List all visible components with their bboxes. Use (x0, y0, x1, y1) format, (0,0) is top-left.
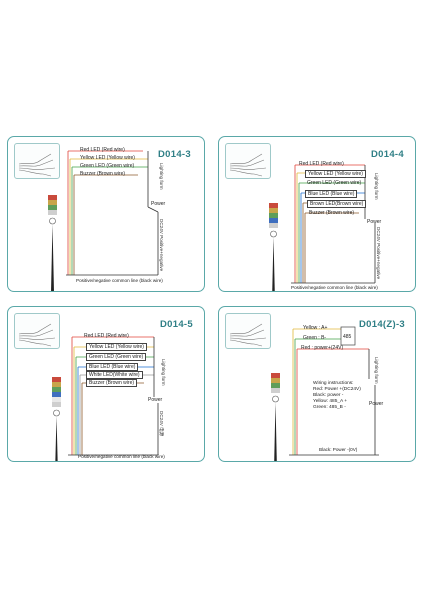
signal-tower (269, 203, 278, 291)
wire-label: Blue LED (Blue wire) (305, 190, 358, 198)
cable-thumbnail (14, 143, 60, 179)
wire-label: Blue LED (Blue wire) (86, 363, 139, 371)
panel-d014-3: D014-3 Red LED (Red wire) Yellow LED (Ye… (7, 136, 205, 292)
power-label: Power (148, 397, 163, 403)
wire-label: Buzzer (Brown wire) (80, 171, 126, 177)
signal-tower (52, 377, 61, 461)
power-spec-label: DC24V Positive+negative (159, 219, 164, 272)
lighting-form-label: Lighting form (161, 359, 166, 386)
wire-label: White LED(White wire) (86, 371, 143, 379)
cable-thumbnail (225, 143, 271, 179)
cable-thumbnail (225, 313, 271, 349)
signal-tower (48, 195, 57, 291)
panel-title: D014-5 (160, 319, 193, 330)
wire-label: Yellow LED (Yellow wire) (305, 170, 366, 178)
wire-label: Green LED (Green wire) (80, 163, 135, 169)
wire-label: Yellow LED (Yellow wire) (80, 155, 135, 161)
wire-label: Yellow : A+ (303, 325, 328, 331)
panel-d014-4: D014-4 Red LED (Red wire) Yellow LED (Ye… (218, 136, 416, 292)
power-spec-label: DC24V 电源 (159, 411, 164, 437)
wire-label: Red LED (Red wire) (84, 333, 129, 339)
cable-thumbnail (14, 313, 60, 349)
panel-d014-5: D014-5 Red LED (Red wire) Yellow LED (Ye… (7, 306, 205, 462)
wire-label: Buzzer (Brown wire) (86, 379, 138, 387)
common-line-label: Positive/negative common line (black wir… (78, 454, 165, 459)
lighting-form-label: Lighting form (374, 357, 379, 384)
power-label: Power (151, 201, 166, 207)
chip-label: 485 (343, 334, 352, 340)
wire-label: Red LED (Red wire) (299, 161, 344, 167)
wiring-lines (66, 150, 159, 276)
wire-label: Red LED (Red wire) (80, 147, 125, 153)
lighting-form-label: Lighting form (159, 163, 164, 190)
panel-d014z-3: D014(Z)-3 485 Yellow : A+ Green : B- Red… (218, 306, 416, 462)
wire-label: Brown LED(Brown wire) (307, 200, 367, 208)
lighting-form-label: Lighting form (374, 173, 379, 200)
wire-label: Yellow LED (Yellow wire) (86, 343, 147, 351)
common-line-label: Black: Power -(0V) (319, 447, 358, 452)
wire-label: Green : B- (303, 335, 327, 341)
signal-tower (271, 373, 280, 461)
power-spec-label: DC24V Positive+negative (376, 227, 381, 280)
common-line-label: Positive/negative common line (black wir… (76, 278, 163, 283)
wiring-instructions: Wiring instructions: Red: Power +(DC24V)… (313, 381, 361, 410)
wire-label: Red : power+(24V) (301, 345, 344, 351)
wire-label: Buzzer (Brown wire) (309, 210, 355, 216)
panel-title: D014(Z)-3 (359, 319, 405, 330)
power-label: Power (367, 219, 382, 225)
wiring-lines (289, 326, 379, 456)
wire-label: Green LED (Green wire) (86, 353, 147, 361)
panel-title: D014-4 (371, 149, 404, 160)
common-line-label: Positive/negative common line (black wir… (291, 285, 378, 290)
panel-title: D014-3 (158, 149, 191, 160)
power-label: Power (369, 401, 384, 407)
wire-label: Green LED (Green wire) (307, 180, 362, 186)
